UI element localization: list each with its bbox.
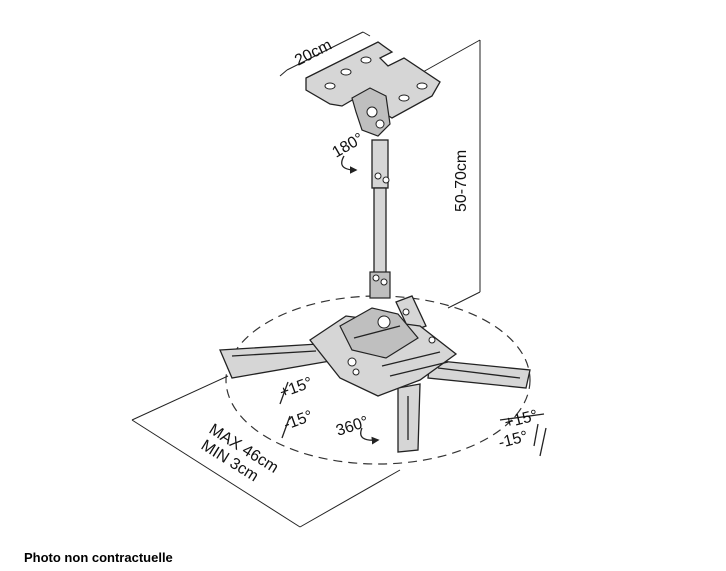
tilt-right-minus-label: -15° (497, 428, 530, 452)
reach-ellipse (225, 295, 531, 465)
tilt-left-marker (279, 381, 291, 439)
tilt-left-minus-label: -15° (282, 408, 316, 434)
ceiling-plate (305, 41, 441, 119)
lower-pole (369, 187, 391, 299)
right-arm (427, 359, 531, 389)
upper-pole (371, 139, 390, 189)
rotate-top-label: 180° (330, 130, 367, 161)
arm-dimension (131, 375, 401, 528)
width-label: 20cm (292, 37, 335, 70)
center-plate (309, 307, 458, 397)
caption: Photo non contractuelle (24, 550, 173, 565)
rotate-top-arrow (341, 155, 358, 174)
rotate-bottom-label: 360° (334, 413, 371, 439)
height-label: 50-70cm (453, 150, 470, 212)
tilt-left-plus-label: +15° (278, 374, 315, 401)
top-swivel-joint (351, 87, 391, 137)
rotate-bottom-arrow (360, 427, 380, 445)
tilt-right-plus-label: +15° (503, 407, 540, 432)
width-dimension (279, 31, 371, 77)
front-arm (397, 383, 421, 453)
tilt-right-marker (499, 413, 547, 457)
